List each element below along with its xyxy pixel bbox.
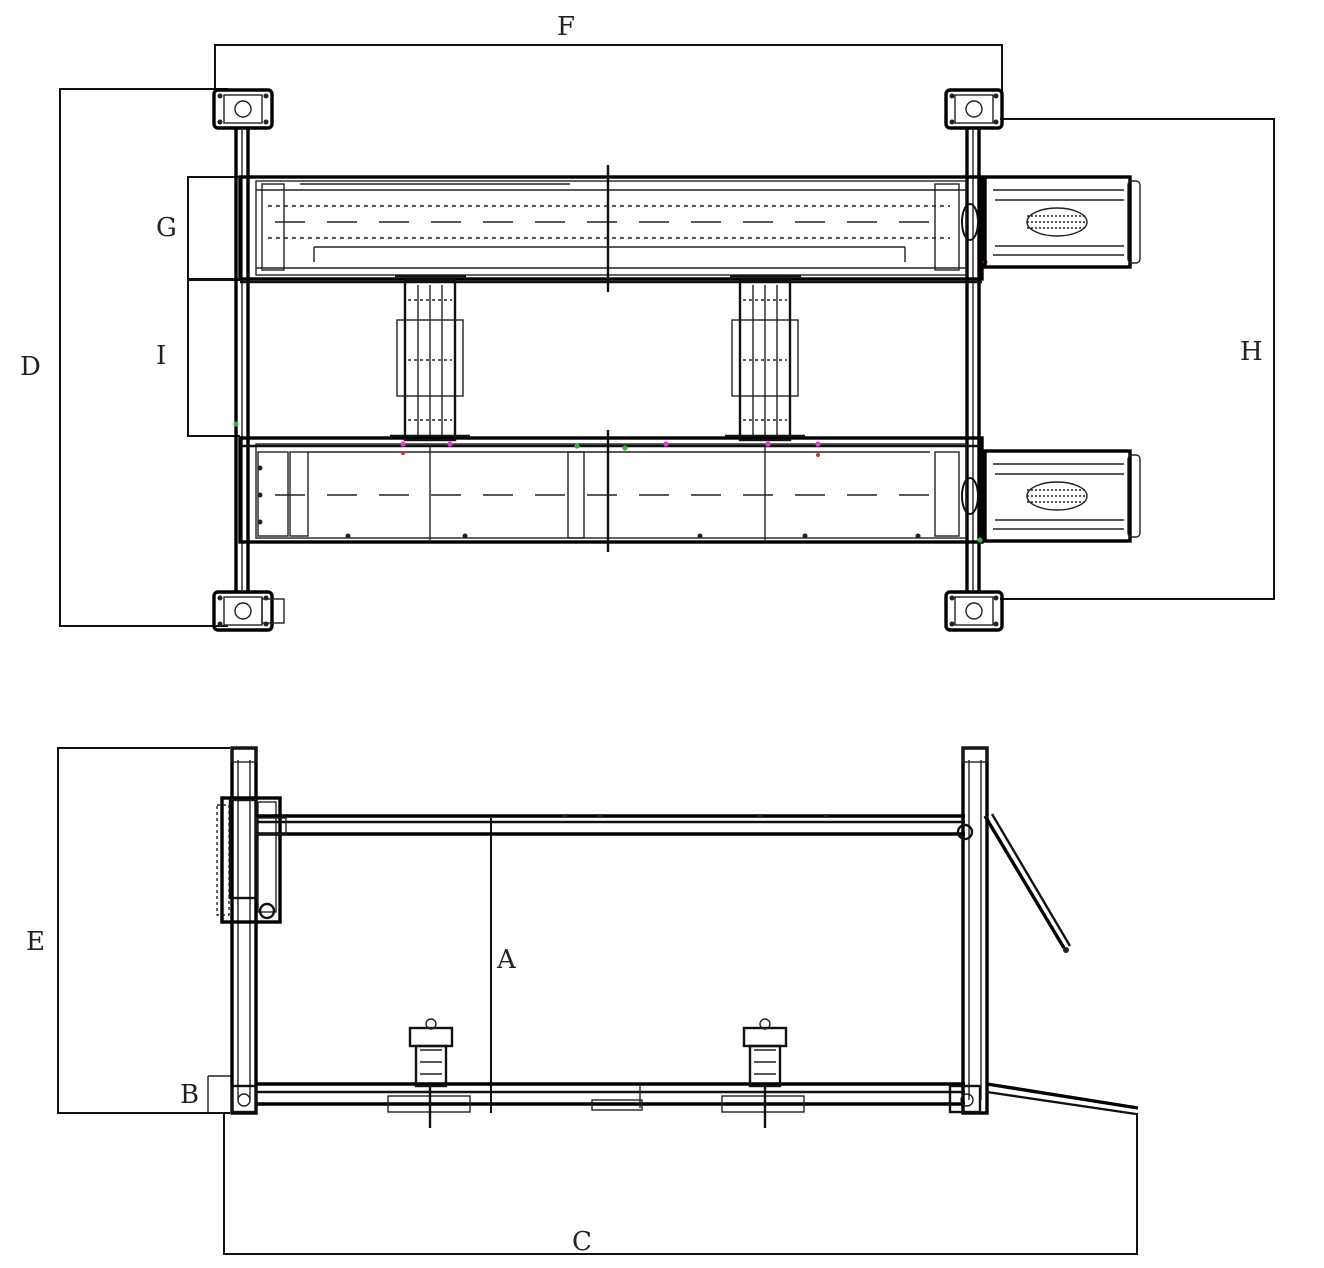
- side-beam-left: [234, 128, 250, 592]
- post-bottom-right: [944, 590, 1004, 632]
- ramp-ground: [986, 1082, 1139, 1116]
- label-b: B: [180, 1080, 199, 1110]
- jack-left-side: [408, 1018, 454, 1128]
- dimension-f: F: [214, 12, 1003, 92]
- ramp-raised: [983, 813, 1072, 953]
- runway-ground: [230, 1082, 982, 1114]
- label-i: I: [156, 341, 166, 371]
- label-g: G: [156, 213, 177, 243]
- label-h: H: [1240, 337, 1263, 367]
- post-top-left: [212, 88, 274, 130]
- post-bottom-left: [212, 590, 285, 632]
- side-post-right: [961, 746, 989, 1115]
- dimension-a: A: [490, 818, 517, 1113]
- colored-markers: [233, 259, 988, 543]
- jack-beam-left: [390, 274, 470, 442]
- dimension-b: B: [180, 1075, 232, 1113]
- top-view: F D H G I: [20, 12, 1275, 632]
- label-c: C: [572, 1227, 592, 1257]
- dimension-e: E: [26, 747, 230, 1114]
- post-top-right: [944, 88, 1004, 130]
- jack-beam-right: [725, 274, 805, 442]
- label-a: A: [496, 945, 517, 975]
- dimension-d: D: [20, 88, 228, 627]
- power-unit: [216, 796, 282, 924]
- dimension-i: I: [156, 279, 240, 437]
- dimension-c: C: [223, 1113, 1138, 1257]
- side-beam-right: [965, 128, 981, 592]
- label-e: E: [26, 927, 45, 957]
- side-view: E B C A: [26, 746, 1139, 1257]
- label-f: F: [557, 12, 575, 42]
- dimension-g: G: [156, 176, 240, 280]
- label-d: D: [20, 352, 41, 382]
- runway-raised: [255, 814, 974, 841]
- jack-right-side: [742, 1018, 788, 1128]
- dimension-h: H: [1000, 118, 1275, 600]
- side-post-left: [230, 746, 258, 1115]
- runway-lower: [238, 430, 984, 552]
- runway-upper: [238, 165, 984, 292]
- ramp-lower: [961, 449, 1141, 543]
- ramp-upper: [961, 175, 1141, 269]
